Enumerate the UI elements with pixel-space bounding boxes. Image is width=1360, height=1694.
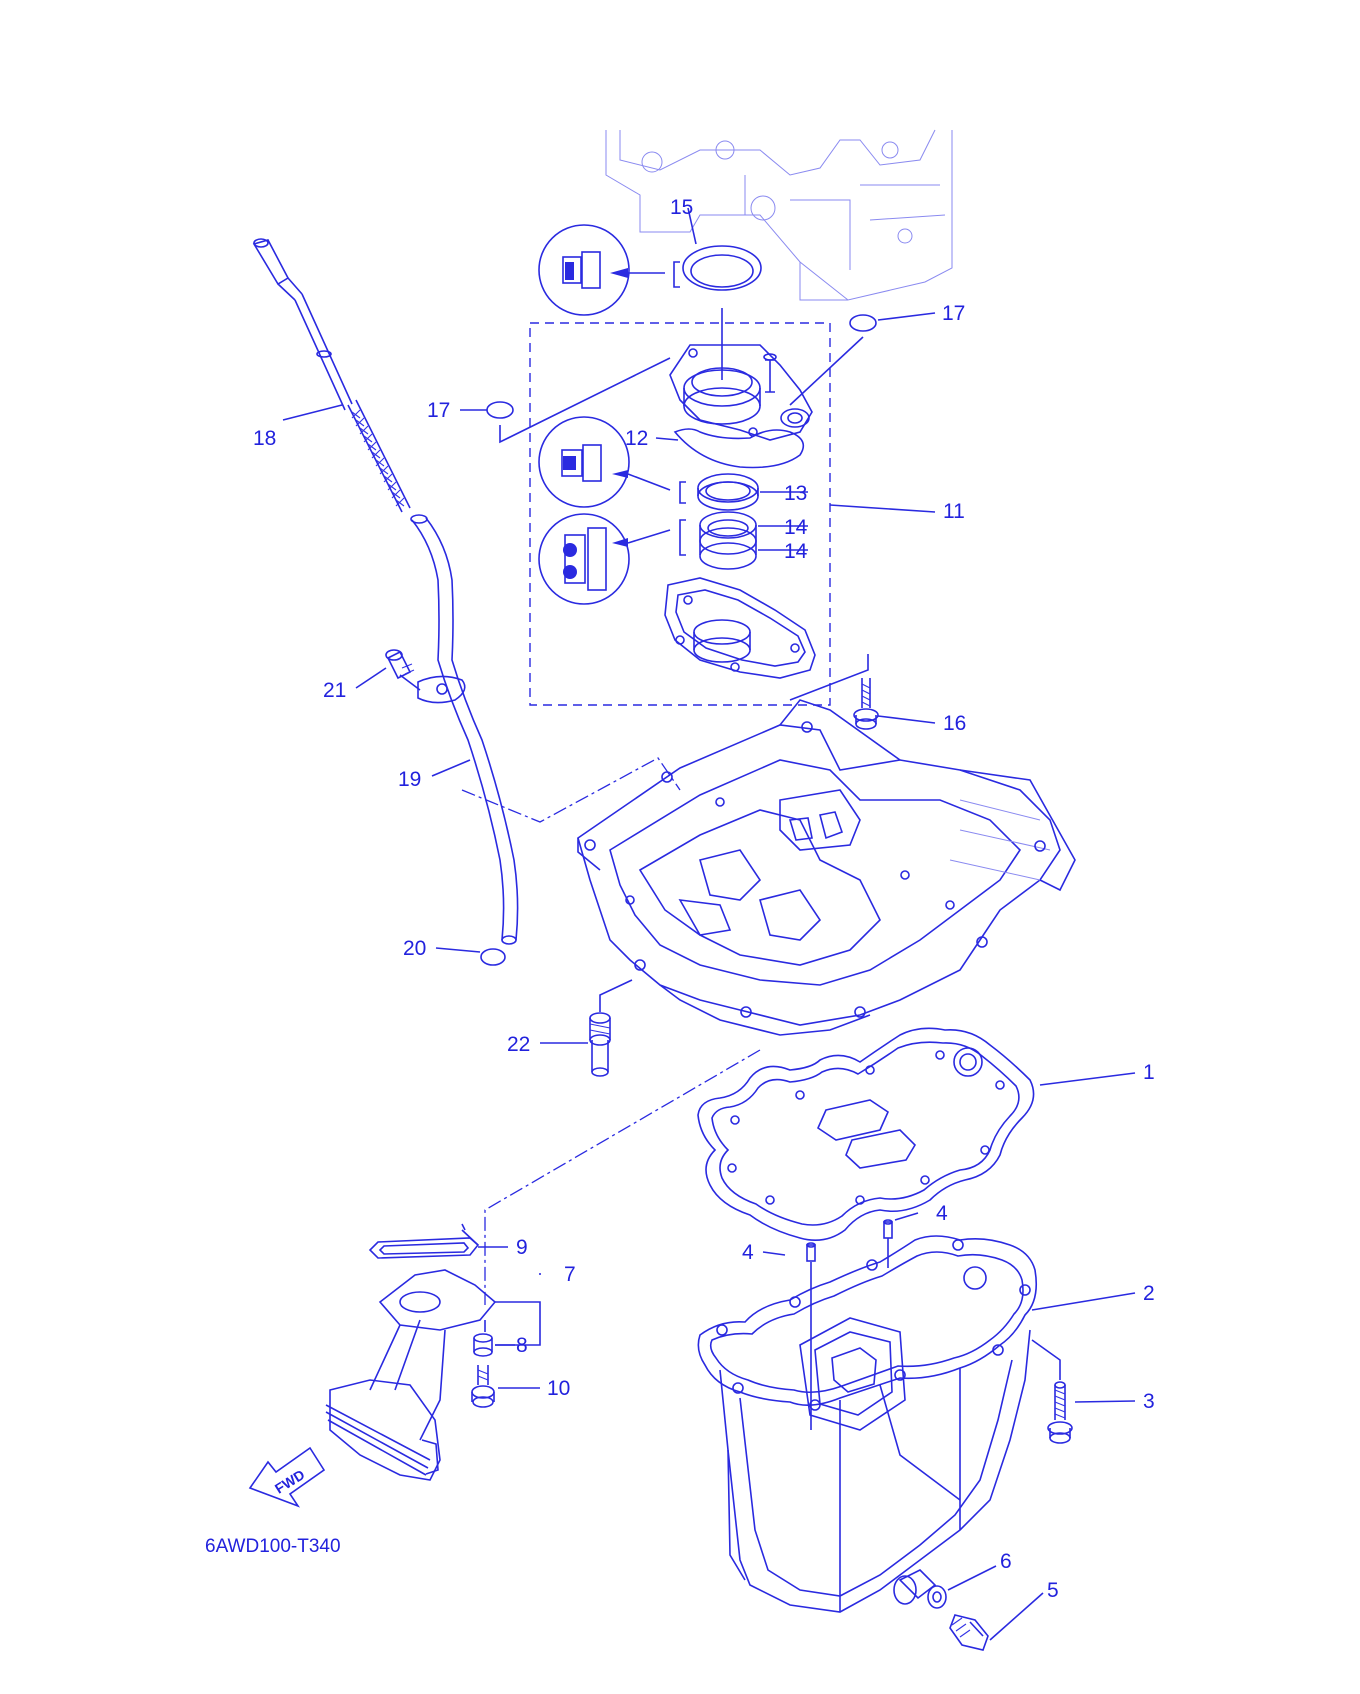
stud-22: [589, 979, 633, 1077]
callout-8: 8: [516, 1334, 528, 1357]
callout-2: 2: [1143, 1282, 1155, 1305]
callout-3: 3: [1143, 1390, 1155, 1413]
water-pump-housing-lower: [664, 577, 816, 679]
callout-7: 7: [564, 1263, 576, 1286]
o-ring-17-right: [849, 314, 877, 332]
drain-plug-5: [949, 1614, 989, 1651]
callout-10: 10: [547, 1377, 570, 1400]
callout-12: 12: [625, 427, 648, 450]
callout-11: 11: [943, 500, 965, 523]
seals-14: [699, 511, 757, 570]
leader-lines: [282, 207, 1136, 1641]
seal-15: [682, 245, 762, 380]
bolt-3: [1031, 1339, 1073, 1444]
oil-pan-2: [697, 1235, 1038, 1613]
callout-20: 20: [403, 937, 426, 960]
fwd-direction-arrow: [248, 1446, 326, 1508]
callout-14-lower: 14: [784, 540, 808, 563]
callout-labels: 15 17 17 18 12 13 14 14 11 21 16 19 20 2…: [205, 196, 1155, 1602]
oil-strainer-7: [325, 1223, 497, 1481]
callout-4-left: 4: [742, 1241, 754, 1264]
washer-6: [927, 1585, 947, 1609]
callout-9: 9: [516, 1236, 528, 1259]
callout-13: 13: [784, 482, 807, 505]
assembly-11-boundary: [529, 322, 831, 706]
engine-block-fragment: [605, 129, 953, 301]
water-pump-housing-upper: [669, 344, 813, 441]
gasket-1: [697, 1027, 1035, 1241]
callout-5: 5: [1047, 1579, 1059, 1602]
collar-8: [473, 1320, 493, 1357]
exhaust-guide: [577, 699, 1076, 1036]
callout-14-upper: 14: [784, 516, 808, 539]
callout-6: 6: [1000, 1550, 1012, 1573]
callout-17-right: 17: [942, 302, 965, 325]
callout-22: 22: [507, 1033, 530, 1056]
o-ring-12: [673, 428, 805, 469]
callout-19: 19: [398, 768, 421, 791]
dipstick-guide-19: [410, 514, 519, 945]
callout-16: 16: [943, 712, 966, 735]
o-ring-17-left: [486, 401, 514, 419]
callout-15: 15: [670, 196, 693, 219]
bolt-16: [789, 654, 879, 730]
callout-4-right: 4: [936, 1202, 948, 1225]
callout-21: 21: [323, 679, 346, 702]
diagram-code: 6AWD100-T340: [205, 1536, 341, 1557]
callout-17-left: 17: [427, 399, 450, 422]
detail-bubble-seals-14: [538, 513, 686, 605]
detail-bubble-seal-13: [538, 416, 686, 508]
o-ring-20: [480, 948, 506, 966]
callout-1: 1: [1143, 1061, 1155, 1084]
bolt-21: [385, 649, 421, 691]
detail-bubble-seal-15: [538, 224, 680, 316]
dowel-pins-4: [762, 1212, 919, 1430]
callout-18: 18: [253, 427, 276, 450]
dipstick-18: [252, 238, 411, 513]
bolt-10: [471, 1365, 495, 1408]
seal-13: [697, 473, 759, 511]
